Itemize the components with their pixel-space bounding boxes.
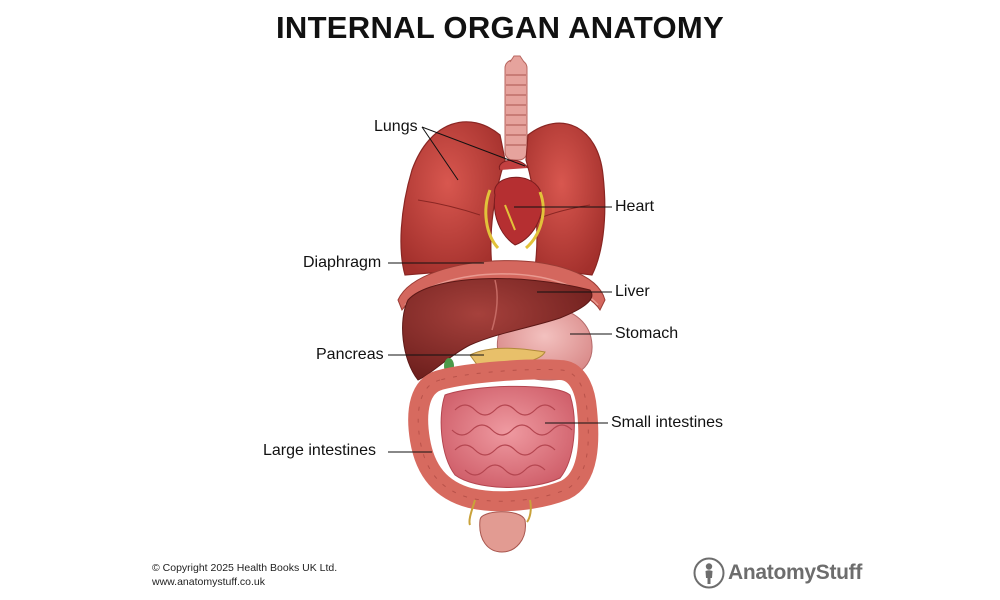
- large-intestine: [408, 359, 599, 512]
- small-intestine: [440, 385, 575, 488]
- trachea: [504, 55, 528, 161]
- copyright-text: © Copyright 2025 Health Books UK Ltd.: [152, 562, 338, 574]
- anatomy-figure-icon: [693, 557, 725, 589]
- bladder: [468, 499, 532, 553]
- brand-name: AnatomyStuff: [728, 561, 863, 584]
- lungs-leader-left: [421, 126, 459, 181]
- label-small-intestines: Small intestines: [611, 414, 724, 431]
- label-diaphragm: Diaphragm: [303, 254, 382, 271]
- label-lungs: Lungs: [374, 118, 418, 135]
- copyright-notice: © Copyright 2025 Health Books UK Ltd. ww…: [152, 561, 337, 589]
- page-title: INTERNAL ORGAN ANATOMY: [275, 10, 725, 45]
- brand-logo: AnatomyStuff: [693, 555, 862, 591]
- label-heart: Heart: [615, 198, 655, 215]
- leader-lines: [388, 126, 612, 453]
- label-pancreas: Pancreas: [316, 346, 384, 363]
- heart: [484, 159, 545, 250]
- label-stomach: Stomach: [615, 325, 679, 342]
- lungs-leader-right: [421, 126, 526, 167]
- label-liver: Liver: [615, 283, 650, 300]
- label-large-intestines: Large intestines: [263, 442, 376, 459]
- copyright-url: www.anatomystuff.co.uk: [152, 576, 266, 588]
